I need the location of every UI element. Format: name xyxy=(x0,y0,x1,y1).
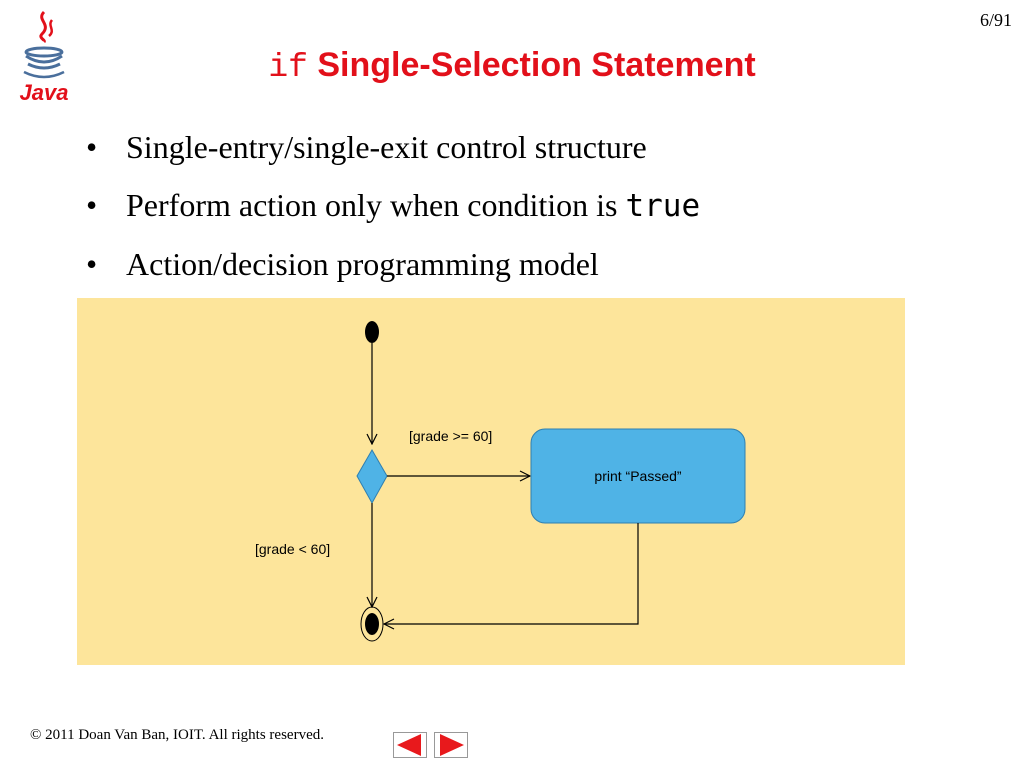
page-number: 6/91 xyxy=(979,10,1012,30)
title-text: Single-Selection Statement xyxy=(307,46,756,84)
guard-true-label: [grade >= 60] xyxy=(409,428,493,444)
decision-node xyxy=(356,448,388,505)
final-node-ring xyxy=(360,606,384,642)
bullet-code: true xyxy=(625,188,701,224)
bullet-item: •Action/decision programming model xyxy=(86,246,599,282)
bullet-list: •Single-entry/single-exit control struct… xyxy=(86,118,700,293)
bullet-item: •Single-entry/single-exit control struct… xyxy=(86,129,647,165)
bullet-item: •Perform action only when condition is t… xyxy=(86,187,701,224)
action-label: print “Passed” xyxy=(594,468,682,484)
final-node xyxy=(365,613,379,635)
guard-false-label: [grade < 60] xyxy=(255,541,331,557)
flow-action-to-final xyxy=(384,523,639,624)
arrow-left-icon xyxy=(397,734,421,756)
footer-copyright: © 2011 Doan Van Ban, IOIT. All rights re… xyxy=(30,727,324,743)
arrow-right-icon xyxy=(440,734,464,756)
prev-slide-button[interactable] xyxy=(393,732,427,758)
slide-title: if Single-Selection Statement xyxy=(0,46,1024,86)
title-keyword: if xyxy=(268,49,308,86)
activity-diagram: [grade >= 60] [grade < 60] print “Passed… xyxy=(77,298,905,665)
bullet-text: Single-entry/single-exit control structu… xyxy=(126,129,647,165)
bullet-text: Action/decision programming model xyxy=(126,246,599,282)
bullet-text: Perform action only when condition is xyxy=(126,187,626,223)
svg-text:Java: Java xyxy=(20,80,69,105)
initial-node xyxy=(365,321,379,343)
next-slide-button[interactable] xyxy=(434,732,468,758)
java-logo: Java xyxy=(20,10,69,105)
